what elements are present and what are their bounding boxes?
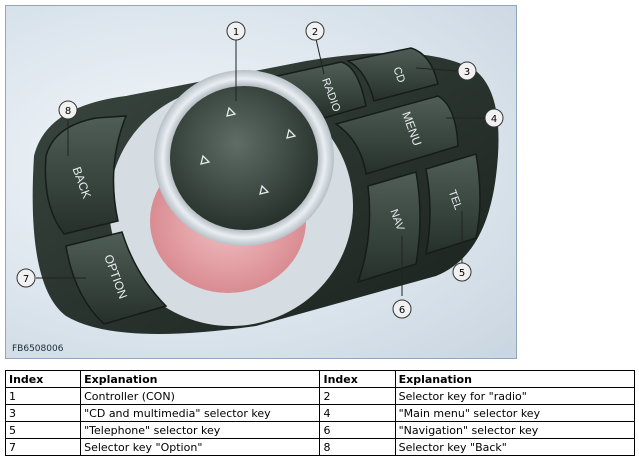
index-cell: 1 bbox=[4, 387, 82, 405]
callout-8: 8 bbox=[58, 100, 78, 120]
callout-6-label: 6 bbox=[399, 305, 405, 316]
callout-2-label: 2 bbox=[312, 27, 318, 38]
figure-id: FB6508006 bbox=[12, 344, 64, 354]
arrow-right-icon bbox=[286, 128, 297, 139]
cd-key-label: CD bbox=[390, 65, 407, 84]
callout-7-label: 7 bbox=[23, 274, 29, 285]
nav-key[interactable]: NAV bbox=[356, 171, 421, 284]
callout-7: 7 bbox=[16, 268, 36, 288]
index-cell: 7 bbox=[4, 438, 82, 456]
legend-header-explanation: Explanation bbox=[80, 370, 321, 388]
callout-4-label: 4 bbox=[491, 114, 497, 125]
callout-3: 3 bbox=[457, 61, 477, 81]
callout-lines bbox=[36, 38, 491, 296]
callout-2: 2 bbox=[305, 21, 325, 41]
table-row: 7 Selector key "Option" 8 Selector key "… bbox=[4, 438, 636, 456]
callout-6: 6 bbox=[392, 299, 412, 319]
explanation-cell: Selector key for "radio" bbox=[394, 387, 636, 405]
callout-3-label: 3 bbox=[464, 67, 470, 78]
table-row: 5 "Telephone" selector key 6 "Navigation… bbox=[4, 421, 636, 439]
legend-header-explanation: Explanation bbox=[394, 370, 636, 388]
callout-1: 1 bbox=[226, 21, 246, 41]
index-cell: 6 bbox=[319, 421, 396, 439]
arrow-left-icon bbox=[200, 154, 211, 165]
tel-key[interactable]: TEL bbox=[425, 153, 481, 256]
controller-figure: RADIO CD MENU NAV TEL BACK bbox=[5, 5, 517, 359]
legend-table: Index Explanation Index Explanation 1 Co… bbox=[4, 370, 636, 456]
callout-5-label: 5 bbox=[459, 268, 465, 279]
legend-header-index: Index bbox=[4, 370, 82, 388]
arrow-down-icon bbox=[259, 184, 270, 195]
callout-8-label: 8 bbox=[65, 106, 71, 117]
index-cell: 8 bbox=[319, 438, 396, 456]
knob-top bbox=[170, 86, 318, 230]
cd-key[interactable]: CD bbox=[345, 47, 439, 102]
index-cell: 2 bbox=[319, 387, 396, 405]
explanation-cell: "CD and multimedia" selector key bbox=[80, 404, 321, 422]
explanation-cell: "Telephone" selector key bbox=[80, 421, 321, 439]
explanation-cell: "Main menu" selector key bbox=[394, 404, 636, 422]
legend-header-index: Index bbox=[319, 370, 396, 388]
index-cell: 3 bbox=[4, 404, 82, 422]
legend-header-row: Index Explanation Index Explanation bbox=[4, 370, 636, 388]
arrow-up-icon bbox=[226, 106, 237, 117]
callout-5: 5 bbox=[452, 262, 472, 282]
table-row: 1 Controller (CON) 2 Selector key for "r… bbox=[4, 387, 636, 405]
explanation-cell: "Navigation" selector key bbox=[394, 421, 636, 439]
callout-4: 4 bbox=[484, 108, 504, 128]
option-key[interactable]: OPTION bbox=[65, 231, 168, 325]
explanation-cell: Controller (CON) bbox=[80, 387, 321, 405]
explanation-cell: Selector key "Option" bbox=[80, 438, 321, 456]
callout-1-label: 1 bbox=[233, 27, 239, 38]
table-row: 3 "CD and multimedia" selector key 4 "Ma… bbox=[4, 404, 636, 422]
index-cell: 4 bbox=[319, 404, 396, 422]
menu-key[interactable]: MENU bbox=[334, 95, 459, 175]
explanation-cell: Selector key "Back" bbox=[394, 438, 636, 456]
index-cell: 5 bbox=[4, 421, 82, 439]
controller-knob[interactable] bbox=[154, 70, 334, 246]
radio-key[interactable]: RADIO bbox=[267, 61, 367, 119]
controller-illustration: RADIO CD MENU NAV TEL BACK bbox=[16, 21, 504, 334]
